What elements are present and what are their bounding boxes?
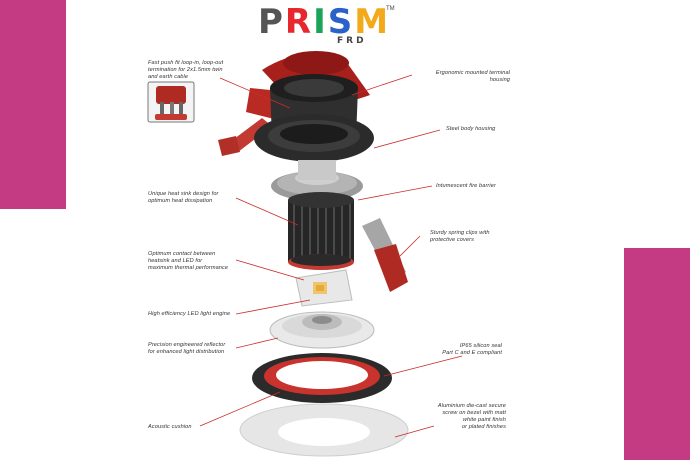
reflector-part [269, 311, 375, 349]
callout-terminal-housing: Ergonomic mounted terminal housing [435, 70, 510, 83]
callout-bezel: Aluminium die-cast secure screw on bezel… [437, 403, 506, 430]
fire-barrier-part [271, 160, 363, 201]
callout-contact: Optimum contact between heatsink and LED… [148, 251, 229, 271]
leader-bezel [394, 425, 435, 438]
logo-letter-s: S [327, 2, 355, 42]
leader-spring-clips [399, 235, 421, 257]
leader-push-fit [219, 77, 291, 109]
led-engine-part [295, 269, 353, 307]
steel-body-part [254, 74, 374, 162]
logo-letter-r: R [284, 2, 314, 42]
bezel-part [239, 403, 409, 457]
callout-push-fit: Fast push fit loop-in, loop-out terminat… [148, 60, 224, 80]
leader-fire-barrier [357, 185, 433, 201]
logo-letter-i: I [313, 2, 328, 42]
logo-trademark: TM [386, 6, 395, 12]
leader-contact [235, 259, 305, 281]
leader-terminal-housing [351, 74, 413, 96]
logo-subtitle: FRD [337, 36, 367, 46]
prism-frd-logo: PRISM FRD TM [258, 3, 398, 49]
leader-reflector [235, 337, 279, 349]
left-accent-band [0, 0, 66, 209]
leader-led-engine [235, 299, 311, 315]
callout-fire-barrier: Intumescent fire barrier [436, 183, 496, 189]
leader-heat-sink [235, 197, 299, 226]
callout-reflector: Precision engineered reflector for enhan… [148, 342, 226, 355]
spring-clip-part [362, 218, 408, 292]
logo-wordmark: PRISM [258, 3, 390, 41]
right-accent-band [624, 248, 690, 460]
leader-acoustic [199, 391, 281, 427]
leader-lines [199, 74, 463, 438]
leader-ip65-seal [383, 355, 463, 377]
callout-steel-body: Steel body housing [446, 126, 496, 132]
cable-inset-photo [147, 81, 195, 123]
callout-spring-clips: Sturdy spring clips with protective cove… [430, 230, 490, 243]
logo-letter-m: M [354, 2, 391, 42]
callout-acoustic: Acoustic cushion [148, 424, 192, 430]
callout-ip65-seal: IP65 silicon seal Part C and E compliant [442, 343, 502, 356]
logo-letter-p: P [258, 2, 285, 42]
heat-sink-part [288, 192, 354, 270]
callout-led-engine: High efficiency LED light engine [148, 311, 231, 317]
leader-steel-body [373, 129, 441, 149]
callout-heat-sink: Unique heat sink design for optimum heat… [148, 191, 219, 204]
ip65-seal-part [252, 353, 392, 403]
